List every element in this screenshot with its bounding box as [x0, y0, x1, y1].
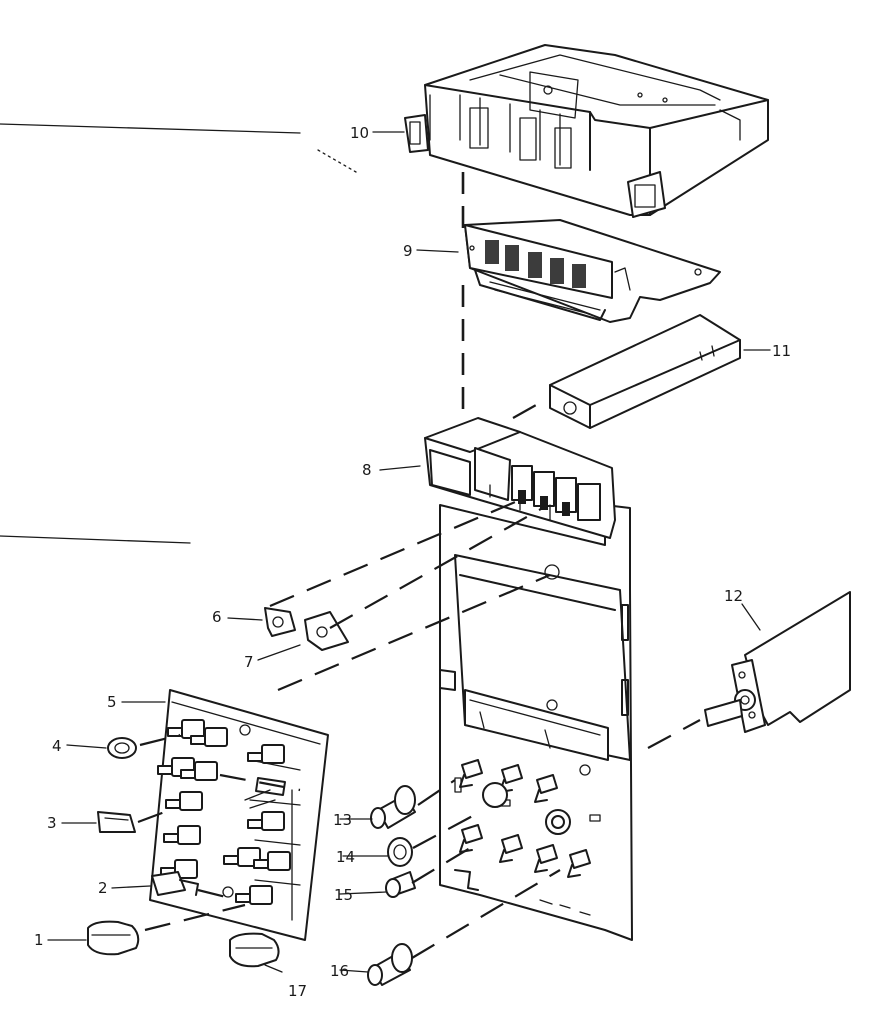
- part-16-knob: [367, 943, 413, 986]
- part-9-display-board: [464, 219, 721, 323]
- callout-6: 6: [212, 608, 222, 626]
- part-15-knob: [385, 871, 416, 898]
- part-7-clip: [304, 611, 349, 651]
- callout-12: 12: [724, 587, 743, 605]
- part-3-rocker-cap: [97, 811, 136, 833]
- callout-16: 16: [330, 962, 349, 980]
- callout-17: 17: [288, 982, 307, 1000]
- leader-lines: [47, 131, 771, 973]
- part-10-housing-tray: [404, 44, 769, 218]
- callout-labels: 1 2 3 4 5 6 7 8 9 10 11 12 13 14 15 16 1…: [34, 124, 791, 1000]
- assembly-lines: [137, 172, 701, 959]
- callout-4: 4: [52, 737, 62, 755]
- callout-9: 9: [403, 242, 413, 260]
- main-panel: [439, 504, 633, 941]
- callout-13: 13: [333, 811, 352, 829]
- callout-14: 14: [336, 848, 355, 866]
- part-11-module-block: [549, 314, 741, 429]
- part-1-button-cap: [87, 920, 140, 956]
- callout-11: 11: [772, 342, 791, 360]
- part-6-clip: [264, 607, 296, 637]
- scan-artifacts: [0, 123, 357, 544]
- part-17-button-cap: [229, 932, 280, 968]
- callout-10: 10: [350, 124, 369, 142]
- part-12-shaft-bracket: [704, 591, 851, 733]
- callout-3: 3: [47, 814, 57, 832]
- callout-15: 15: [334, 886, 353, 904]
- callout-7: 7: [244, 653, 254, 671]
- part-4-small-cap: [107, 737, 137, 759]
- callout-8: 8: [362, 461, 372, 479]
- callout-2: 2: [98, 879, 108, 897]
- panel-switch-knobs: [459, 759, 591, 878]
- part-14-knob: [387, 837, 413, 867]
- part-2-switch: [151, 871, 199, 896]
- callout-5: 5: [107, 693, 117, 711]
- part-8-switch-housing: [424, 417, 616, 539]
- callout-1: 1: [34, 931, 44, 949]
- part-13-knob: [370, 785, 416, 829]
